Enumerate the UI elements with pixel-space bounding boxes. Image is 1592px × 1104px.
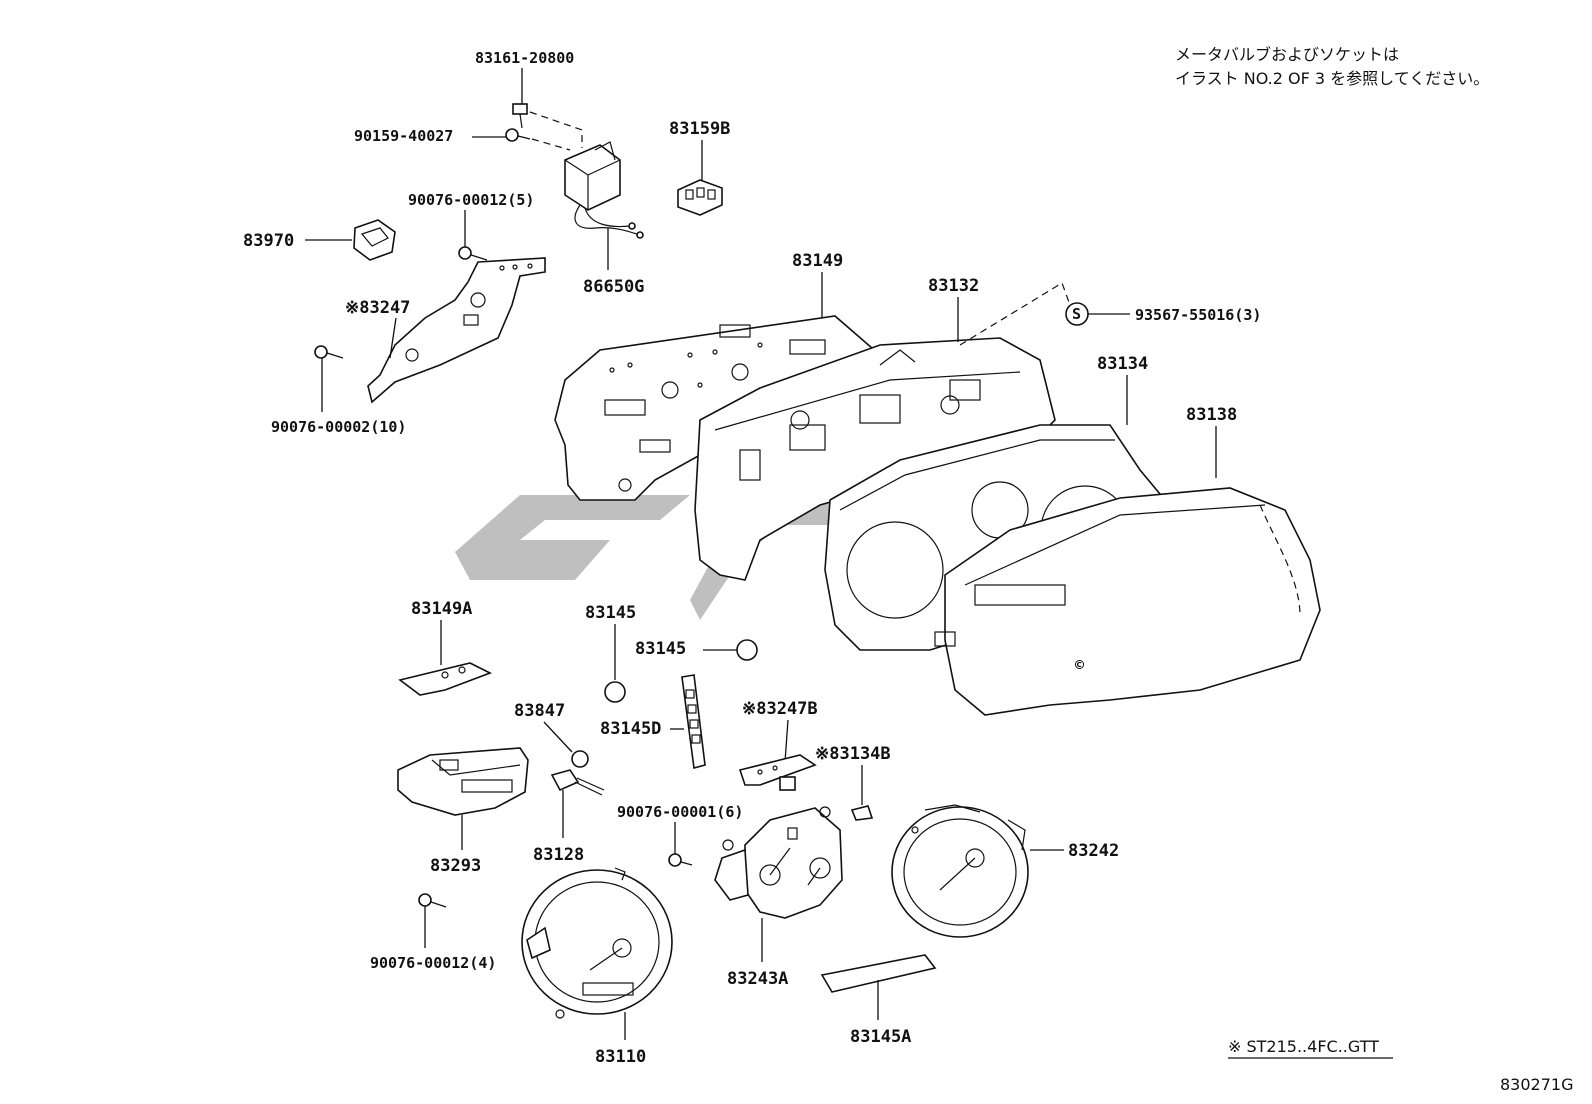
label-83145-b: 83145 <box>635 639 686 659</box>
label-83161-20800: 83161-20800 <box>475 49 574 67</box>
knob-83128 <box>550 769 605 796</box>
label-93567-55016: 93567-55016(3) <box>1135 306 1261 324</box>
label-83847: 83847 <box>514 701 565 721</box>
bulb-83847 <box>571 750 589 768</box>
tachometer-83242 <box>891 804 1029 938</box>
label-83970: 83970 <box>243 231 294 251</box>
screw-90076-00012-5 <box>458 246 488 261</box>
circuit-plate-83149 <box>554 315 881 501</box>
screw-83161-20800 <box>512 103 528 129</box>
leader-83247 <box>389 317 397 359</box>
bracket-83247 <box>367 257 546 404</box>
leader-83247B <box>784 719 789 763</box>
symbol-S-text: S <box>1072 305 1081 323</box>
label-90076-00002: 90076-00002(10) <box>271 418 406 436</box>
note-jp-line2: イラスト NO.2 OF 3 を参照してください。 <box>1175 69 1489 88</box>
dash-93567 <box>959 282 1071 346</box>
label-83134B: ※83134B <box>815 744 891 764</box>
leader-83847 <box>543 721 573 753</box>
dash-90159 <box>531 138 571 151</box>
diagram-code: 830271G <box>1500 1075 1573 1094</box>
label-83134: 83134 <box>1097 354 1148 374</box>
label-83145A: 83145A <box>850 1027 911 1047</box>
screw-90076-00012-4 <box>418 893 447 908</box>
label-90159-40027: 90159-40027 <box>354 127 453 145</box>
sensor-83970 <box>353 219 396 261</box>
strip-83145D <box>681 674 706 770</box>
dash-83161 <box>529 111 583 148</box>
label-90076-00012-5: 90076-00012(5) <box>408 191 534 209</box>
relay-86650G <box>564 141 644 239</box>
label-83242: 83242 <box>1068 841 1119 861</box>
plate-83149A <box>398 662 492 696</box>
label-83128: 83128 <box>533 845 584 865</box>
bulb-83145-b <box>736 639 758 661</box>
screw-90076-00001 <box>668 853 693 867</box>
bulb-83145-a <box>604 681 626 703</box>
label-90076-00012-4: 90076-00012(4) <box>370 954 496 972</box>
label-83247: ※83247 <box>345 298 410 318</box>
label-86650G: 86650G <box>583 277 644 297</box>
footnote-text: ※ ST215..4FC..GTT <box>1228 1037 1379 1056</box>
label-83145-a: 83145 <box>585 603 636 623</box>
label-90076-00001: 90076-00001(6) <box>617 803 743 821</box>
plate-83145A <box>820 954 937 993</box>
label-83247B: ※83247B <box>742 699 818 719</box>
label-83138: 83138 <box>1186 405 1237 425</box>
label-83132: 83132 <box>928 276 979 296</box>
label-83243A: 83243A <box>727 969 788 989</box>
note-jp-line1: メータバルブおよびソケットは <box>1175 45 1399 64</box>
odometer-83293 <box>397 747 529 816</box>
bracket-83247B <box>738 754 817 791</box>
screw-90159-40027 <box>505 128 531 142</box>
connector-83159B <box>677 179 723 216</box>
label-83145D: 83145D <box>600 719 661 739</box>
glass-mark: © <box>1075 656 1085 674</box>
combo-gauge-83243A <box>714 806 843 919</box>
label-83149A: 83149A <box>411 599 472 619</box>
label-83159B: 83159B <box>669 119 730 139</box>
speedometer-83110 <box>521 867 673 1019</box>
watermark-shape-1 <box>455 495 690 580</box>
label-83149: 83149 <box>792 251 843 271</box>
label-83110: 83110 <box>595 1047 646 1067</box>
clip-83134B <box>850 805 874 821</box>
meter-glass-83138: © <box>934 487 1321 716</box>
screw-90076-00002 <box>314 345 344 359</box>
label-83293: 83293 <box>430 856 481 876</box>
